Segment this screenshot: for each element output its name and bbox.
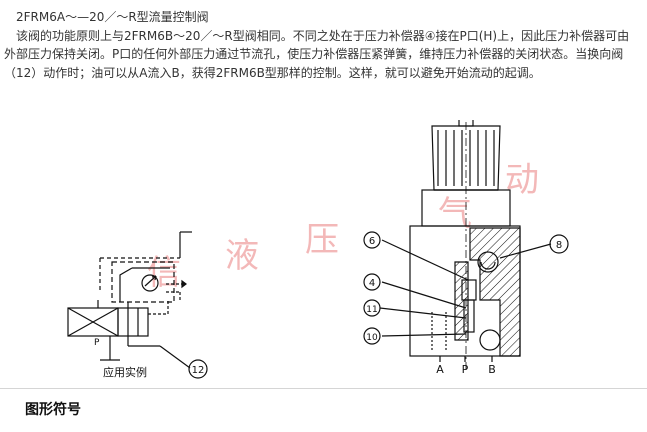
section-title: 图形符号	[25, 402, 81, 418]
application-example-caption: 应用实例	[103, 365, 147, 379]
watermark-char: 动	[505, 160, 539, 200]
section-divider	[0, 388, 647, 389]
port-label-p-left: P	[94, 338, 100, 348]
callout-12: 12	[192, 365, 205, 376]
port-label-p: P	[462, 363, 469, 376]
callout-8: 8	[556, 240, 562, 251]
callout-4: 4	[369, 278, 375, 289]
valve-cross-section	[379, 120, 552, 372]
watermark-char: 压	[305, 220, 339, 260]
article-body: 该阀的功能原则上与2FRM6B～20／～R型阀相同。不同之处在于压力补偿器④接在…	[4, 28, 630, 80]
callout-11: 11	[366, 305, 377, 315]
callout-10: 10	[366, 333, 378, 343]
port-label-b: B	[488, 363, 496, 376]
article-title: 2FRM6A～—20／～R型流量控制阀	[16, 10, 209, 24]
port-label-a: A	[436, 363, 444, 376]
watermark-char: 液	[225, 236, 259, 276]
hydraulic-symbol	[67, 231, 192, 369]
watermark-char: 信	[147, 253, 181, 293]
valve-figure: P 应用实例 12 6 4 11 10 8 A P B	[67, 120, 569, 379]
article-text: 2FRM6A～—20／～R型流量控制阀 该阀的功能原则上与2FRM6B～20／～…	[4, 8, 640, 82]
callout-6: 6	[369, 236, 375, 247]
